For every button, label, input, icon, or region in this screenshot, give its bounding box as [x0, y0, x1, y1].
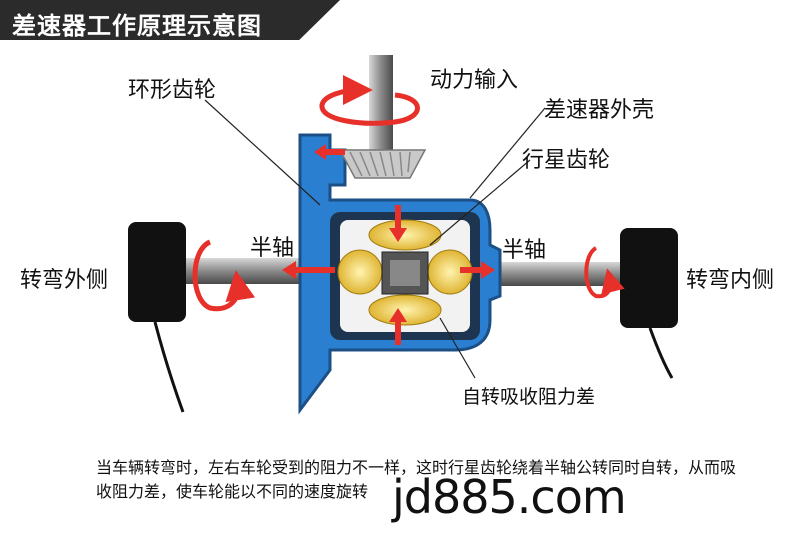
- label-ring-gear: 环形齿轮: [128, 78, 217, 103]
- label-inner-side: 转弯内侧: [686, 268, 775, 293]
- planet-gears: [337, 219, 473, 326]
- left-wheel-cable: [153, 321, 185, 413]
- leader-self-rotation: [439, 317, 476, 379]
- label-half-shaft-right: 半轴: [502, 238, 547, 263]
- planet-gear-left: [337, 249, 383, 295]
- watermark: jd885.com: [392, 470, 627, 524]
- caption: 当车辆转弯时，左右车轮受到的阻力不一样，这时行星齿轮绕着半轴公转同时自转，从而吸…: [96, 458, 737, 501]
- title-bar: [0, 0, 340, 40]
- right-wheel: [620, 228, 678, 328]
- label-planet-gear: 行星齿轮: [522, 148, 611, 173]
- diagram-title: 差速器工作原理示意图: [12, 12, 262, 40]
- label-outer-side: 转弯外侧: [20, 268, 109, 293]
- rotation-arrow-right: [584, 246, 625, 299]
- side-gear-bottom: [368, 294, 442, 326]
- leader-housing: [469, 107, 546, 199]
- label-half-shaft-left: 半轴: [250, 236, 295, 261]
- label-power-input: 动力输入: [430, 68, 519, 93]
- label-self-rotation: 自转吸收阻力差: [462, 386, 596, 408]
- left-wheel: [128, 222, 186, 322]
- input-shaft: [369, 55, 393, 150]
- leader-ring-gear: [204, 99, 321, 206]
- right-wheel-cable: [648, 327, 674, 379]
- label-housing: 差速器外壳: [544, 98, 655, 123]
- side-gear-top: [368, 219, 442, 251]
- rotation-arrow-input: [319, 75, 420, 126]
- leader-planet-gear: [429, 159, 531, 246]
- rotation-arrow-left: [192, 239, 256, 312]
